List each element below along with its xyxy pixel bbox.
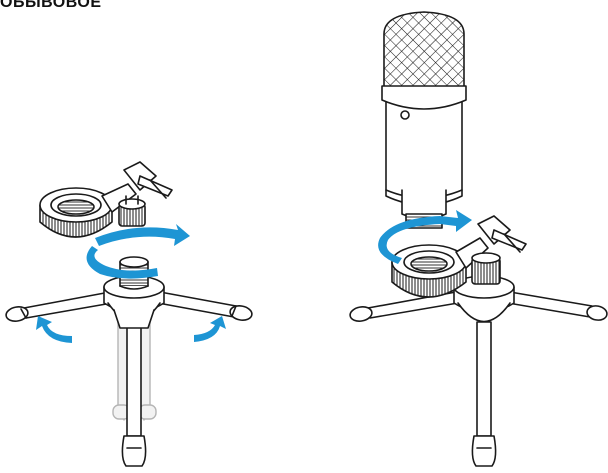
tripod-leg-left — [349, 292, 458, 323]
tripod-mount-assembly — [5, 162, 253, 466]
tripod-leg-left — [5, 292, 112, 323]
mount-adapter — [40, 162, 172, 237]
tripod-leg-right — [158, 292, 253, 322]
spread-legs-arrow-left — [36, 316, 72, 343]
tripod-leg-right — [508, 292, 608, 322]
microphone-on-tripod — [349, 12, 608, 466]
microphone — [382, 12, 466, 228]
spread-legs-arrow-right — [194, 316, 226, 342]
tripod-leg-center — [472, 322, 495, 466]
